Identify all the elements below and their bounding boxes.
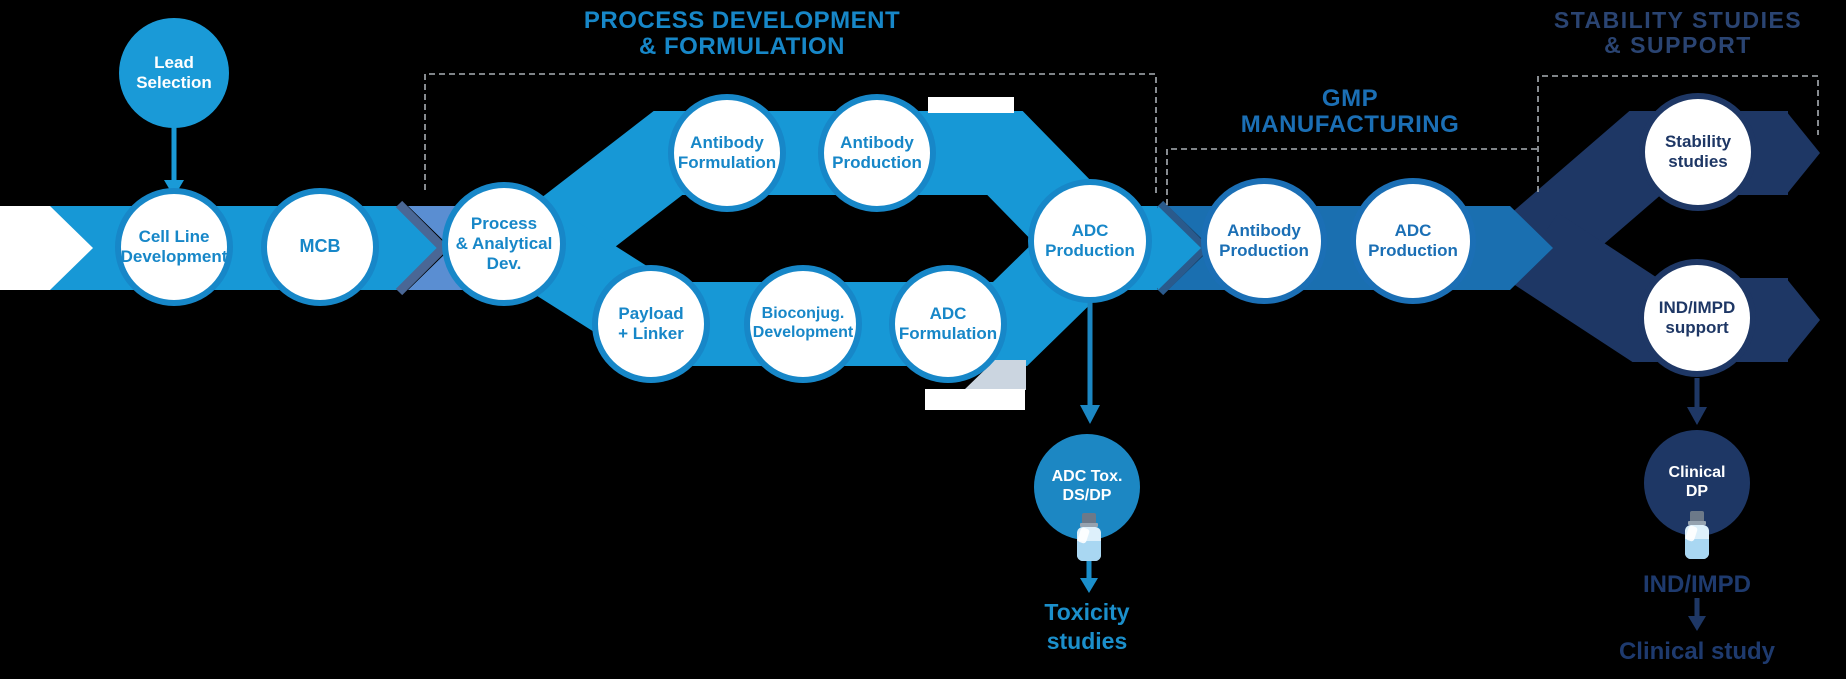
white-artifact-bottom [925, 389, 1025, 410]
vial-liquid [1685, 538, 1709, 559]
vial-body [1077, 527, 1101, 561]
arrow-adc-to-tox [1080, 300, 1100, 424]
toxicity-studies-label: Toxicity studies [1044, 599, 1130, 654]
vial-icon [1684, 511, 1710, 559]
white-artifact-top [928, 97, 1014, 113]
gmp-entry-chevron [1158, 206, 1201, 290]
node-gmp-antibody-production: Antibody Production [1201, 178, 1327, 304]
node-antibody-formulation: Antibody Formulation [668, 94, 786, 212]
vial-icon [1076, 513, 1102, 561]
arrow-ind-impd-to-clinical-study [1688, 598, 1706, 631]
dashed-box-gmp [1166, 148, 1538, 205]
ind-impd-label: IND/IMPD [1643, 571, 1751, 598]
vial-cap [1082, 513, 1096, 523]
start-chevron [0, 206, 93, 290]
gmp-manufacturing-title: GMP MANUFACTURING [1240, 85, 1460, 138]
dashed-box-process [424, 73, 1157, 195]
node-bioconjugation-development: Bioconjug. Development [744, 265, 862, 383]
process-development-title: PROCESS DEVELOPMENT & FORMULATION [583, 7, 901, 60]
dashed-box-stability [1537, 75, 1819, 192]
arrow-lead-to-cell-line [164, 125, 184, 197]
gray-artifact [964, 360, 1026, 390]
node-stability-studies: Stability studies [1639, 93, 1757, 211]
node-antibody-production: Antibody Production [818, 94, 936, 212]
node-adc-production: ADC Production [1028, 179, 1152, 303]
node-process-analytical-dev: Process & Analytical Dev. [442, 182, 566, 306]
node-payload-linker: Payload + Linker [592, 265, 710, 383]
node-adc-formulation: ADC Formulation [889, 265, 1007, 383]
vial-neck [1080, 523, 1098, 527]
vial-neck [1688, 521, 1706, 525]
node-gmp-adc-production: ADC Production [1350, 178, 1476, 304]
arrow-ind-to-clinical-dp [1687, 378, 1707, 425]
node-ind-impd-support: IND/IMPD support [1638, 259, 1756, 377]
clinical-study-label: Clinical study [1618, 638, 1776, 665]
arrow-tox-output [1080, 560, 1098, 593]
node-adc-tox-ds-dp: ADC Tox. DS/DP [1034, 434, 1140, 540]
vial-cap [1690, 511, 1704, 521]
vial-body [1685, 525, 1709, 559]
vial-liquid [1077, 540, 1101, 561]
stability-support-title: STABILITY STUDIES & SUPPORT [1553, 7, 1803, 58]
node-mcb: MCB [261, 188, 379, 306]
node-lead-selection: Lead Selection [119, 18, 229, 128]
node-cell-line-development: Cell Line Development [115, 188, 233, 306]
